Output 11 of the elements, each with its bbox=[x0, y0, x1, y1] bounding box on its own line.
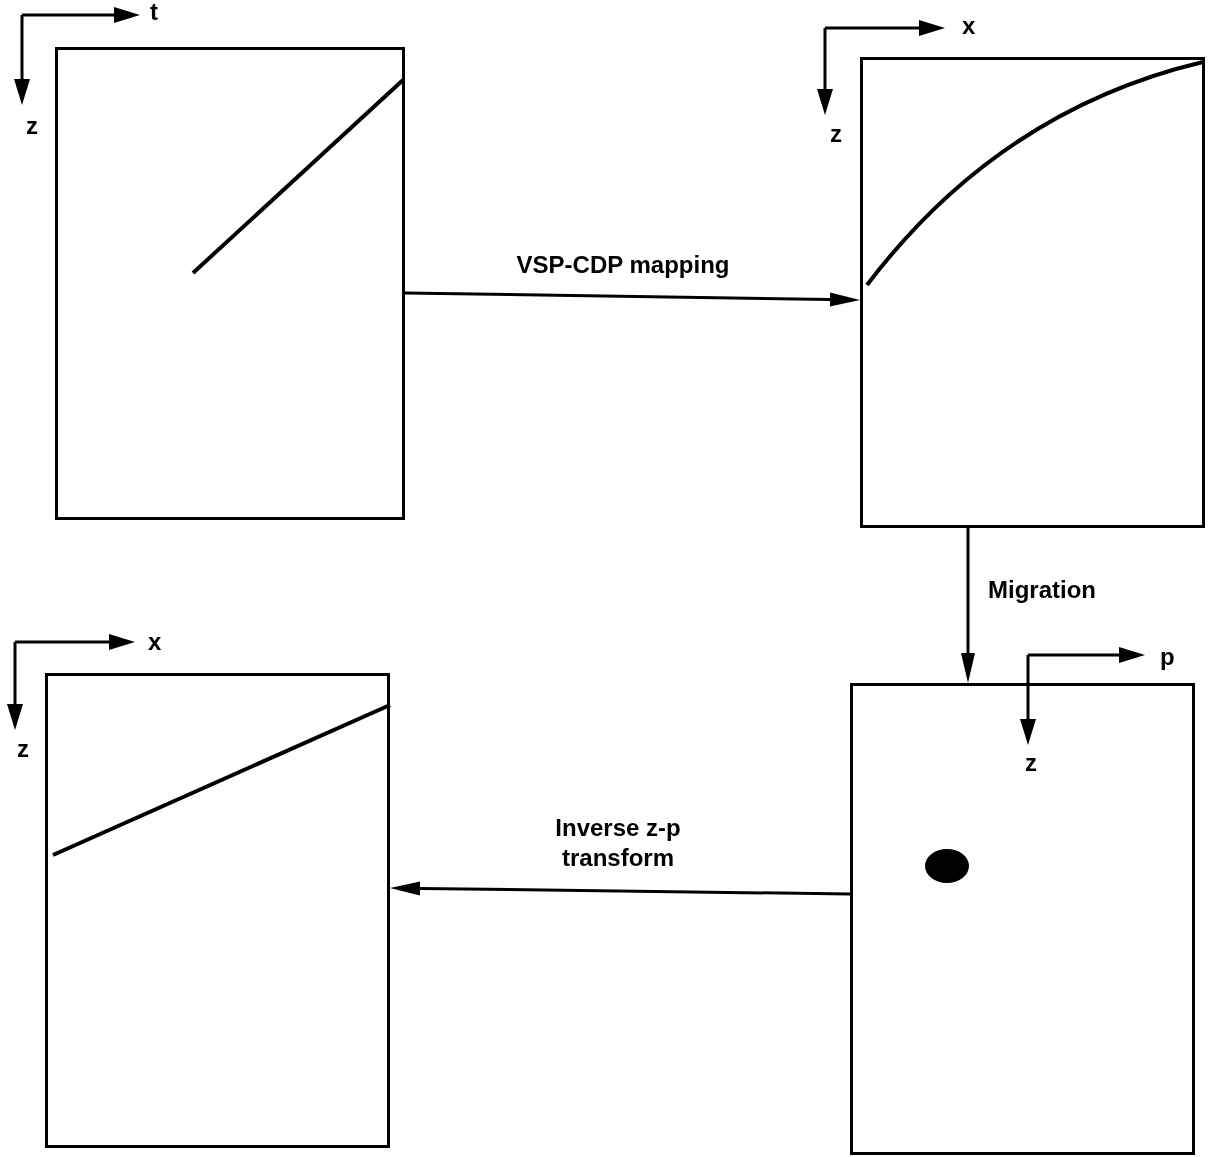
axis-label: x bbox=[148, 630, 162, 654]
axis-label: x bbox=[962, 14, 976, 38]
axis-label: t bbox=[150, 0, 158, 24]
axis-label: z bbox=[1025, 751, 1037, 775]
axis-label: z bbox=[17, 737, 29, 761]
axis-label: z bbox=[830, 122, 842, 146]
axis-label: p bbox=[1160, 645, 1175, 669]
axis-label: z bbox=[26, 114, 38, 138]
arrow bbox=[390, 881, 850, 896]
arrow bbox=[961, 528, 975, 683]
arrow bbox=[404, 291, 860, 307]
